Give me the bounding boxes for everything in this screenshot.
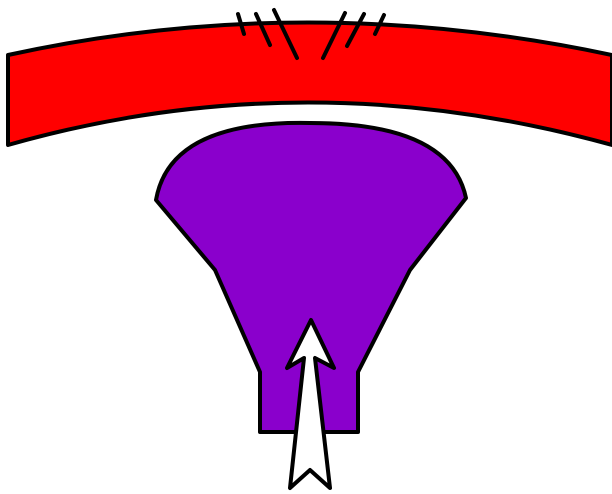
diagram-svg [0, 0, 612, 494]
diagram-canvas [0, 0, 612, 494]
